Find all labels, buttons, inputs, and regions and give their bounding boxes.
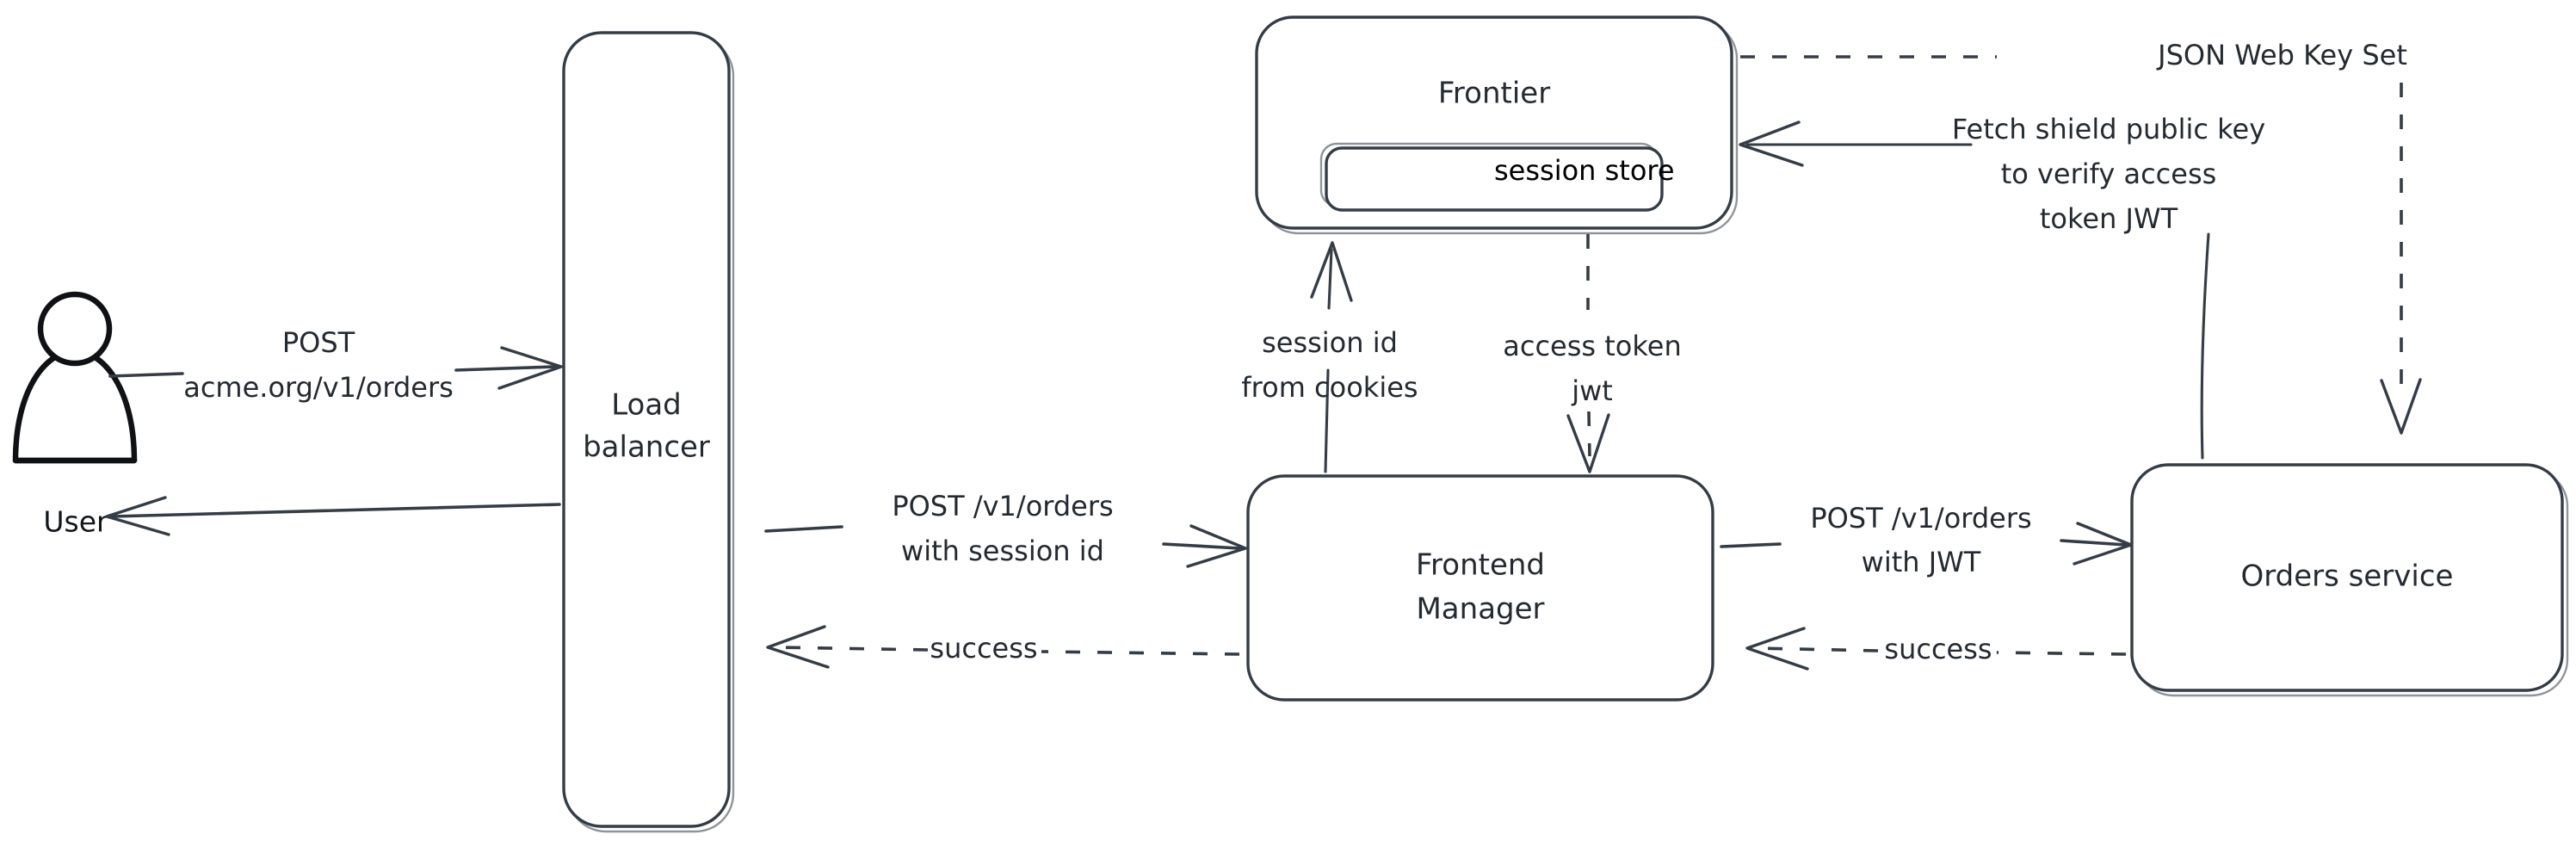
edge-frontier-to-orders-service — [1740, 55, 2422, 435]
node-frontend-manager[interactable]: Frontend Manager — [1246, 474, 1714, 702]
edge-orders-to-frontier-label-line2: to verify access — [2001, 158, 2217, 190]
edge-frontier-to-fm-label-line1: access token — [1503, 330, 1681, 362]
edge-fm-to-orders-label-line2: with JWT — [1862, 546, 1981, 578]
edge-frontend-manager-to-load-balancer — [766, 625, 1240, 669]
edge-fm-to-lb-label: success — [930, 632, 1037, 665]
edge-frontier-to-frontend-manager — [1566, 234, 1610, 473]
edge-lb-to-fm-label-line1: POST /v1/orders — [892, 490, 1113, 522]
edge-load-balancer-to-frontend-manager — [764, 524, 1247, 568]
node-load-balancer-label-line1: Load — [611, 388, 682, 423]
node-user-label: User — [43, 505, 108, 539]
edge-load-balancer-to-user — [105, 496, 561, 536]
edge-user-to-lb-label-line1: POST — [282, 326, 355, 359]
node-frontier[interactable]: Frontier session store — [1255, 15, 1739, 235]
edge-frontend-manager-to-orders-service — [1720, 522, 2133, 566]
edge-orders-to-frontier-label-line3: token JWT — [2040, 202, 2178, 235]
edge-frontend-manager-to-frontier — [1310, 241, 1353, 473]
node-orders-service-label: Orders service — [2241, 560, 2454, 594]
edge-orders-service-to-frontier — [1739, 121, 2210, 460]
person-icon — [12, 291, 138, 464]
edge-orders-to-fm-label: success — [1884, 633, 1992, 665]
node-session-store[interactable]: session store — [1319, 142, 1675, 212]
edge-frontier-to-fm-label-line2: jwt — [1571, 374, 1613, 407]
node-frontend-manager-label-line1: Frontend — [1416, 548, 1545, 583]
node-load-balancer-label-line2: balancer — [583, 430, 710, 465]
node-user[interactable]: User — [12, 291, 138, 539]
edge-user-to-lb-label-line2: acme.org/v1/orders — [183, 371, 454, 404]
edge-user-to-load-balancer — [108, 346, 563, 390]
edge-lb-to-fm-label-line2: with session id — [901, 535, 1104, 567]
node-frontier-label: Frontier — [1438, 77, 1550, 111]
edge-frontier-to-orders-label: JSON Web Key Set — [2156, 39, 2407, 71]
node-session-store-label: session store — [1494, 154, 1675, 187]
edge-orders-service-to-frontend-manager — [1745, 627, 2127, 671]
node-frontend-manager-label-line2: Manager — [1416, 592, 1544, 627]
node-orders-service[interactable]: Orders service — [2130, 463, 2569, 697]
edge-fm-to-frontier-label-line2: from cookies — [1241, 371, 1418, 404]
edge-fm-to-orders-label-line1: POST /v1/orders — [1810, 502, 2031, 535]
edge-orders-to-frontier-label-line1: Fetch shield public key — [1952, 113, 2265, 145]
node-load-balancer[interactable]: Load balancer — [562, 31, 735, 833]
edge-fm-to-frontier-label-line1: session id — [1262, 326, 1398, 359]
